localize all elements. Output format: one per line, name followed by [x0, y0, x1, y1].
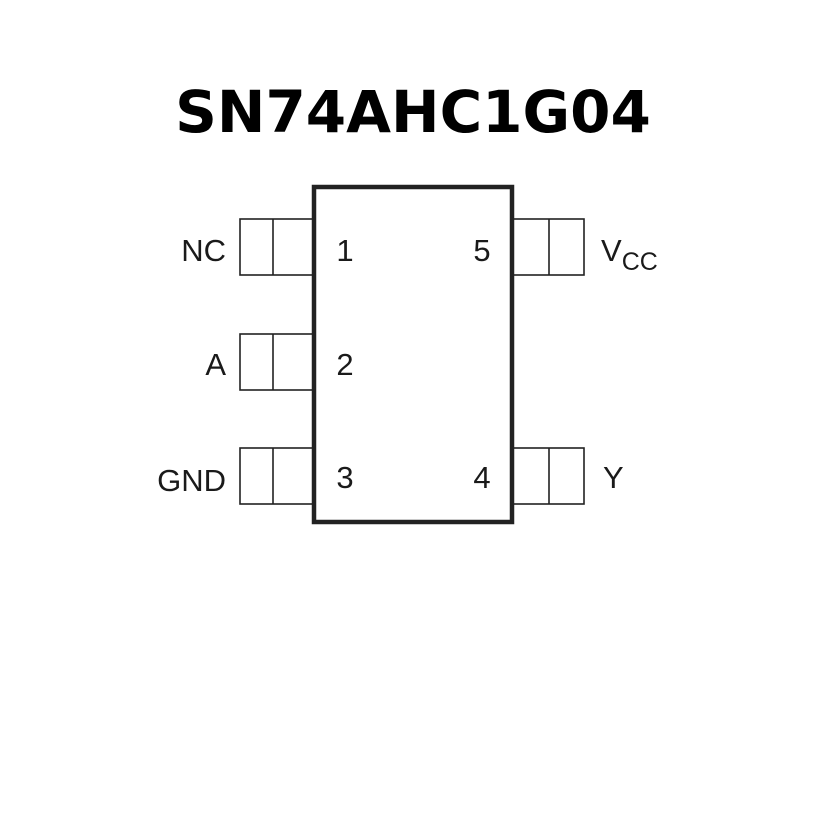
pin-1-number: 1	[336, 233, 353, 268]
pin-5-name-subscript: CC	[622, 248, 658, 276]
pin-2-number: 2	[336, 347, 353, 382]
pin-4-pad	[512, 447, 585, 505]
pin-5-pad	[512, 218, 585, 276]
chip-title: SN74AHC1G04	[175, 78, 651, 146]
chip-body	[311, 184, 515, 525]
pin-3-number: 3	[336, 460, 353, 495]
pin-5-number: 5	[473, 233, 490, 268]
pin-2-pad	[239, 333, 314, 391]
pin-5-name: VCC	[601, 233, 658, 276]
pin-1-pad	[239, 218, 314, 276]
pin-3-name: GND	[157, 463, 226, 498]
pin-3-pad	[239, 447, 314, 505]
pin-1-name: NC	[181, 233, 226, 268]
pin-4-name: Y	[603, 460, 624, 495]
pin-4-number: 4	[473, 460, 490, 495]
pin-5-name-main: V	[601, 233, 622, 268]
pin-2-name: A	[205, 347, 226, 382]
